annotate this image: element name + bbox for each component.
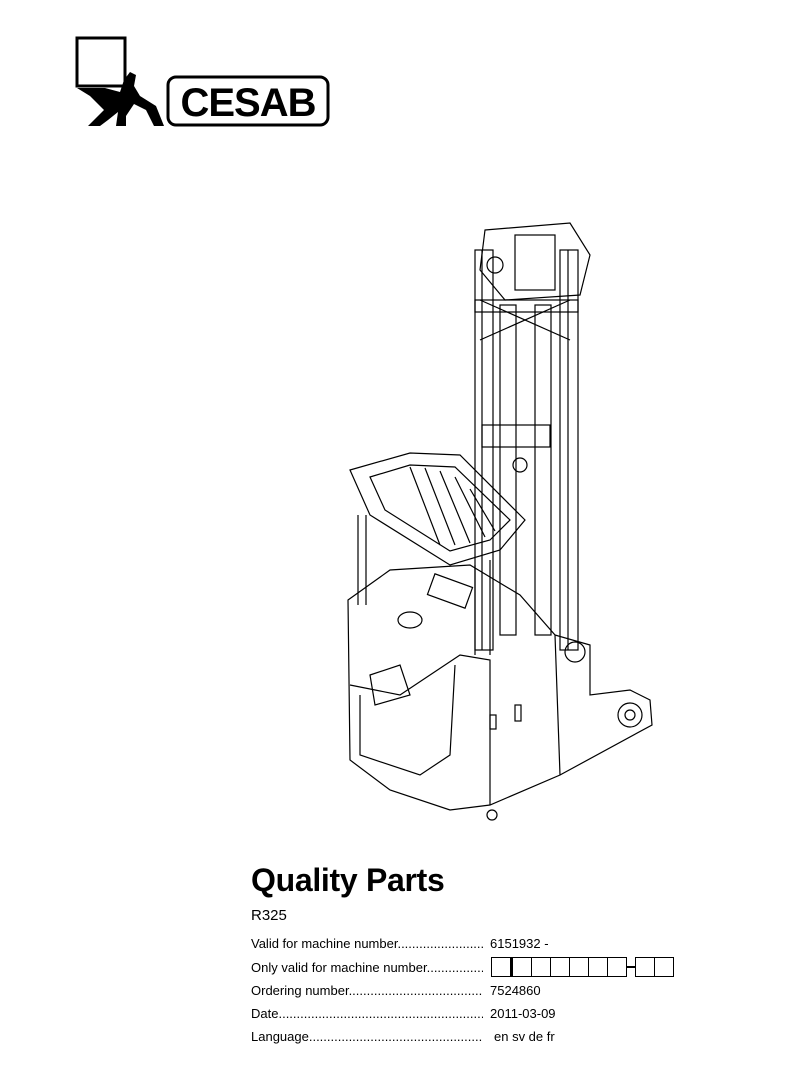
field-only-valid-for-machine-number: Only valid for machine number bbox=[251, 957, 691, 978]
cesab-logo: CESAB bbox=[75, 36, 330, 127]
svg-text:CESAB: CESAB bbox=[180, 81, 315, 125]
model-number: R325 bbox=[251, 907, 287, 924]
forklift-illustration bbox=[347, 222, 653, 821]
digit-box bbox=[608, 957, 627, 977]
field-label: Only valid for machine number bbox=[251, 960, 483, 975]
dash-separator bbox=[627, 966, 635, 968]
digit-box bbox=[532, 957, 551, 977]
field-value: en sv de fr bbox=[494, 1029, 555, 1044]
field-label: Language bbox=[251, 1029, 483, 1044]
field-valid-for-machine-number: Valid for machine number 6151932 - bbox=[251, 936, 691, 954]
digit-box bbox=[491, 957, 511, 977]
field-value: 7524860 bbox=[490, 983, 541, 998]
digit-box bbox=[635, 957, 655, 977]
digit-box bbox=[551, 957, 570, 977]
digit-box bbox=[655, 957, 674, 977]
field-label: Date bbox=[251, 1006, 483, 1021]
digit-box bbox=[511, 957, 532, 977]
field-value: 6151932 - bbox=[490, 936, 549, 951]
field-label: Valid for machine number bbox=[251, 936, 483, 951]
field-ordering-number: Ordering number 7524860 bbox=[251, 983, 691, 1001]
document-title: Quality Parts bbox=[251, 862, 445, 898]
field-value: 2011-03-09 bbox=[490, 1006, 556, 1021]
digit-box bbox=[570, 957, 589, 977]
field-language: Language en sv de fr bbox=[251, 1029, 691, 1047]
machine-number-boxes bbox=[491, 957, 674, 977]
digit-box bbox=[589, 957, 608, 977]
field-label: Ordering number bbox=[251, 983, 483, 998]
field-date: Date 2011-03-09 bbox=[251, 1006, 691, 1024]
